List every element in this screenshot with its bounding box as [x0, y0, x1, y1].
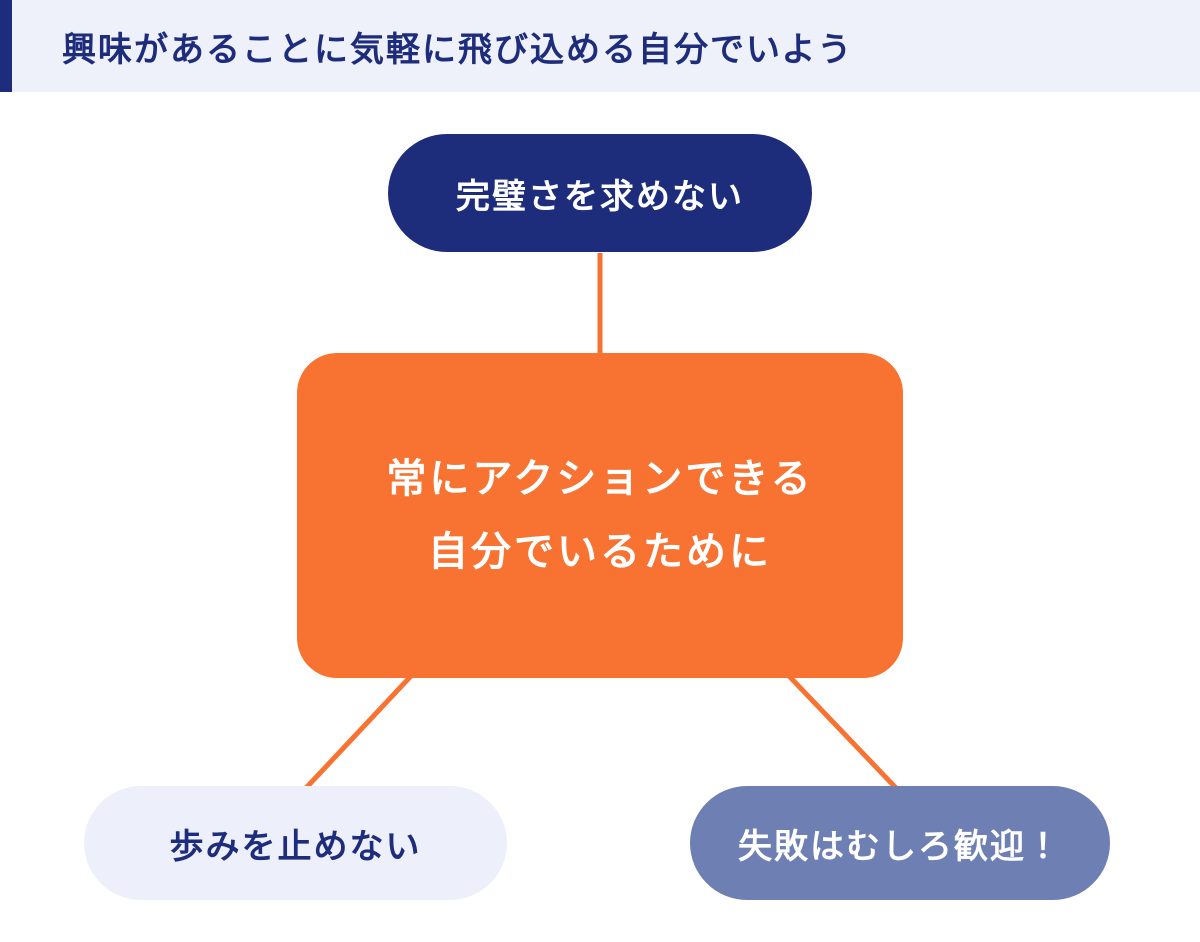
- node-bottom-right-label: 失敗はむしろ歓迎！: [738, 827, 1062, 866]
- node-bottom-right: 失敗はむしろ歓迎！: [690, 786, 1110, 900]
- connector-center-to-bottom-left: [304, 674, 413, 790]
- header-accent-bar: [0, 0, 12, 92]
- node-center-label-line1: 常にアクションできる: [386, 456, 814, 501]
- connector-center-to-bottom-right: [787, 674, 898, 790]
- node-bottom-left: 歩みを止めない: [84, 786, 507, 900]
- node-bottom-left-label: 歩みを止めない: [169, 827, 422, 866]
- node-center-label-line2: 自分でいるために: [428, 529, 772, 574]
- page-title: 興味があることに気軽に飛び込める自分でいよう: [62, 30, 854, 69]
- node-center: 常にアクションできる 自分でいるために: [297, 353, 903, 678]
- node-top: 完璧さを求めない: [388, 134, 812, 252]
- node-top-label: 完璧さを求めない: [456, 177, 744, 216]
- page-header: 興味があることに気軽に飛び込める自分でいよう: [0, 0, 1200, 92]
